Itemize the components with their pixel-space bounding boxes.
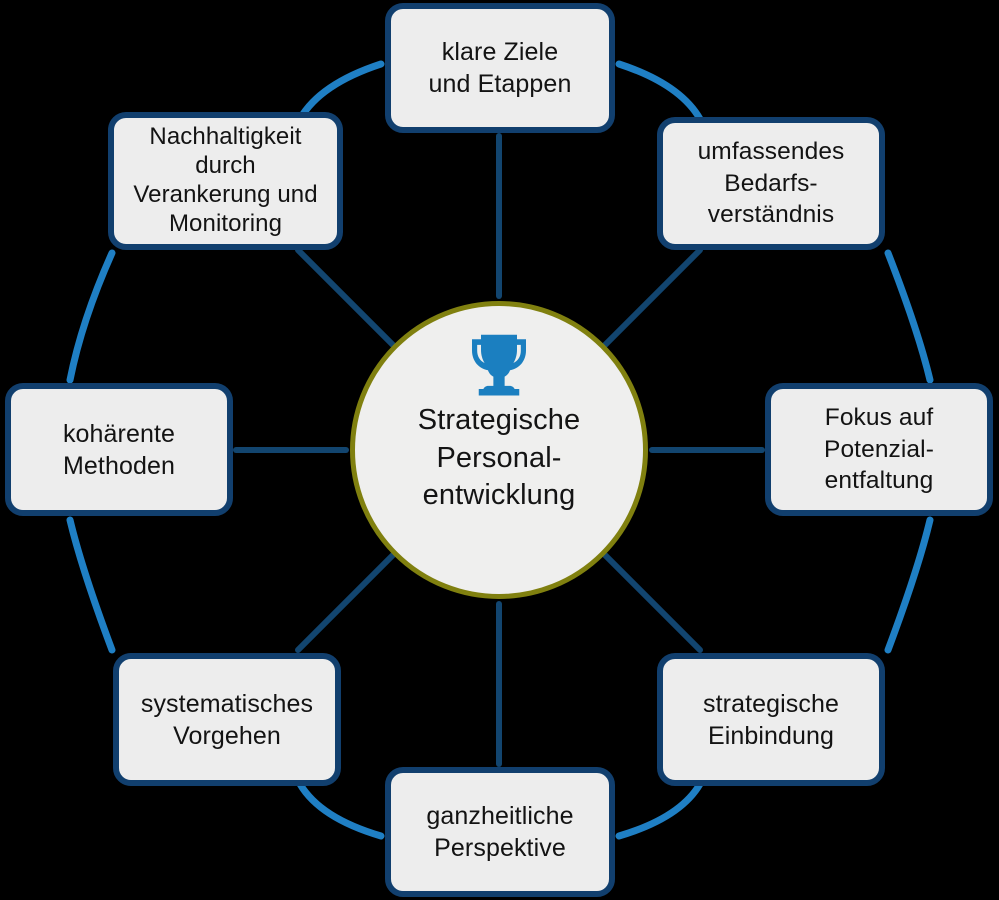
node-ganzheitliche-perspektive[interactable]: ganzheitliche Perspektive bbox=[385, 767, 615, 897]
arc-bottomleft-left bbox=[66, 516, 116, 654]
spoke-bottomright bbox=[602, 552, 703, 653]
node-nachhaltigkeit-verankerung-monitoring[interactable]: Nachhaltigkeit durch Verankerung und Mon… bbox=[108, 112, 343, 250]
arc-right-bottomright bbox=[884, 516, 934, 654]
arc-left-topleft bbox=[66, 249, 116, 384]
node-label: kohärente Methoden bbox=[62, 419, 176, 480]
node-label: Nachhaltigkeit durch Verankerung und Mon… bbox=[133, 123, 318, 237]
center-hub-label: Strategische Personal- entwicklung bbox=[417, 404, 581, 512]
node-label: Fokus auf Potenzial- entfaltung bbox=[824, 404, 934, 495]
spoke-bottomleft bbox=[295, 552, 396, 653]
arc-bottomright-bottom bbox=[615, 780, 704, 840]
node-label: systematisches Vorgehen bbox=[140, 689, 314, 750]
node-umfassendes-bedarfsverstaendnis[interactable]: umfassendes Bedarfs- verständnis bbox=[657, 117, 885, 250]
node-strategische-einbindung[interactable]: strategische Einbindung bbox=[657, 653, 885, 786]
spoke-topleft bbox=[295, 247, 396, 348]
arc-top-topright bbox=[615, 60, 704, 123]
node-systematisches-vorgehen[interactable]: systematisches Vorgehen bbox=[113, 653, 341, 786]
node-label: strategische Einbindung bbox=[703, 689, 839, 750]
node-label: ganzheitliche Perspektive bbox=[426, 802, 574, 862]
arc-bottom-bottomleft bbox=[296, 780, 385, 840]
node-kohaerente-methoden[interactable]: kohärente Methoden bbox=[5, 383, 233, 516]
trophy-icon bbox=[472, 334, 526, 396]
center-hub[interactable]: Strategische Personal- entwicklung bbox=[350, 301, 648, 599]
node-klare-ziele[interactable]: klare Ziele und Etappen bbox=[385, 3, 615, 133]
node-fokus-potenzialentfaltung[interactable]: Fokus auf Potenzial- entfaltung bbox=[765, 383, 993, 516]
node-label: umfassendes Bedarfs- verständnis bbox=[697, 138, 845, 229]
node-label: klare Ziele und Etappen bbox=[428, 38, 572, 98]
arc-topright-right bbox=[884, 249, 934, 384]
spoke-topright bbox=[602, 247, 703, 348]
arc-topleft-top bbox=[296, 60, 385, 123]
